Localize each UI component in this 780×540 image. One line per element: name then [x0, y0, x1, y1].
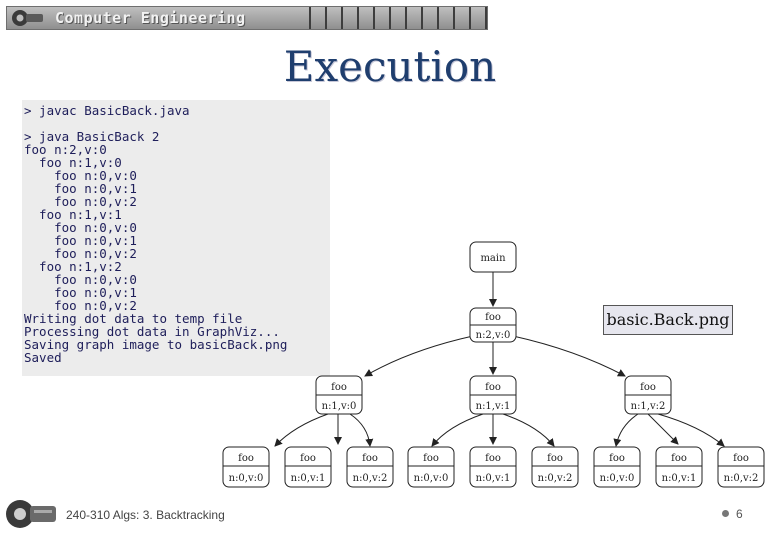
banner-title: Computer Engineering — [55, 9, 246, 27]
edge-l2-0-a — [274, 413, 329, 447]
graph-node-level2: foo n:1,v:2 — [624, 375, 672, 415]
terminal-line: foo n:0,v:2 — [24, 194, 137, 209]
graph-node-level2: foo n:1,v:0 — [315, 375, 363, 415]
terminal-line: foo n:0,v:2 — [24, 298, 137, 313]
node-box — [284, 446, 332, 488]
graph-node-level3: foo n:0,v:0 — [222, 446, 270, 488]
edge-l2-0-c — [349, 413, 374, 447]
node-box — [655, 446, 703, 488]
node-name: foo — [547, 453, 563, 464]
node-name: foo — [733, 453, 749, 464]
node-name: foo — [640, 382, 656, 393]
terminal-line: > javac BasicBack.java — [24, 103, 190, 118]
terminal-line: > java BasicBack 2 — [24, 129, 160, 144]
terminal-line: foo n:0,v:2 — [24, 246, 137, 261]
node-state: n:0,v:2 — [353, 473, 388, 484]
graph-node-level3: foo n:0,v:0 — [593, 446, 641, 488]
terminal-line: foo n:1,v:2 — [24, 259, 122, 274]
terminal-line: Processing dot data in GraphViz... — [24, 324, 280, 339]
terminal-line: foo n:0,v:1 — [24, 181, 137, 196]
node-state: n:1,v:2 — [631, 401, 666, 412]
node-state: n:0,v:0 — [600, 473, 635, 484]
terminal-line: Writing dot data to temp file — [24, 311, 243, 326]
graph-node-level3: foo n:0,v:2 — [346, 446, 394, 488]
terminal-line: foo n:0,v:1 — [24, 233, 137, 248]
graph-node-main: main — [469, 241, 517, 273]
page-number: 6 — [736, 507, 743, 521]
node-name: foo — [238, 453, 254, 464]
node-box — [469, 241, 517, 273]
header-banner: Computer Engineering — [6, 6, 488, 30]
graph-node-level3: foo n:0,v:0 — [407, 446, 455, 488]
node-name: foo — [671, 453, 687, 464]
node-state: n:0,v:1 — [291, 473, 326, 484]
slide-title: Execution — [283, 42, 497, 91]
edge-l2-1-c — [502, 413, 555, 447]
footer-course-label: 240-310 Algs: 3. Backtracking — [66, 508, 225, 522]
node-name: foo — [609, 453, 625, 464]
node-name: foo — [485, 382, 501, 393]
terminal-line: foo n:0,v:1 — [24, 285, 137, 300]
node-state: n:0,v:1 — [662, 473, 697, 484]
graph-node-level3: foo n:0,v:2 — [717, 446, 765, 488]
node-name: foo — [423, 453, 439, 464]
node-state: n:1,v:1 — [476, 401, 511, 412]
terminal-line: foo n:0,v:0 — [24, 272, 137, 287]
terminal-line: foo n:1,v:1 — [24, 207, 122, 222]
node-box — [531, 446, 579, 488]
edge-l2-2-a — [613, 413, 639, 447]
terminal-line: foo n:0,v:0 — [24, 168, 137, 183]
graph-node-level3: foo n:0,v:1 — [655, 446, 703, 488]
edge-foo-child-0 — [364, 335, 474, 377]
graph-node-level3: foo n:0,v:1 — [469, 446, 517, 488]
node-name: main — [480, 253, 506, 264]
graph-node-level3: foo n:0,v:2 — [531, 446, 579, 488]
graph-node-level3: foo n:0,v:1 — [284, 446, 332, 488]
graph-node-level2: foo n:1,v:1 — [469, 375, 517, 415]
node-name: foo — [485, 453, 501, 464]
node-state: n:0,v:2 — [724, 473, 759, 484]
node-name: foo — [331, 382, 347, 393]
node-box — [469, 446, 517, 488]
graph-edges — [274, 272, 725, 447]
node-box — [346, 446, 394, 488]
node-box — [717, 446, 765, 488]
node-state: n:0,v:2 — [538, 473, 573, 484]
node-state: n:0,v:0 — [414, 473, 449, 484]
node-state: n:0,v:1 — [476, 473, 511, 484]
call-tree-graph: main foo n:2,v:0 foo n:1,v:0 foo n:1,v:1… — [222, 241, 765, 488]
terminal-line: foo n:1,v:0 — [24, 155, 122, 170]
terminal-line: foo n:2,v:0 — [24, 142, 107, 157]
edge-foo-child-2 — [512, 335, 626, 377]
footer-gear-logo-icon — [6, 500, 56, 528]
terminal-line: foo n:0,v:0 — [24, 220, 137, 235]
node-name: foo — [300, 453, 316, 464]
edge-l2-2-c — [657, 413, 725, 447]
node-state: n:1,v:0 — [322, 401, 357, 412]
image-filename-callout: basic.Back.png — [603, 305, 733, 335]
node-name: foo — [485, 312, 501, 323]
terminal-line: Saving graph image to basicBack.png — [24, 337, 288, 352]
node-box — [407, 446, 455, 488]
node-state: n:0,v:0 — [229, 473, 264, 484]
page-bullet-icon — [722, 510, 729, 517]
edge-l2-2-b — [647, 413, 679, 445]
banner-stripes — [297, 7, 487, 29]
node-name: foo — [362, 453, 378, 464]
terminal-output: > javac BasicBack.java > java BasicBack … — [22, 100, 330, 376]
graph-node-level1: foo n:2,v:0 — [469, 307, 517, 343]
edge-l2-1-a — [431, 413, 484, 447]
node-box — [222, 446, 270, 488]
gear-logo-icon — [12, 10, 43, 26]
node-box — [593, 446, 641, 488]
terminal-line: Saved — [24, 350, 62, 365]
node-state: n:2,v:0 — [476, 330, 511, 341]
